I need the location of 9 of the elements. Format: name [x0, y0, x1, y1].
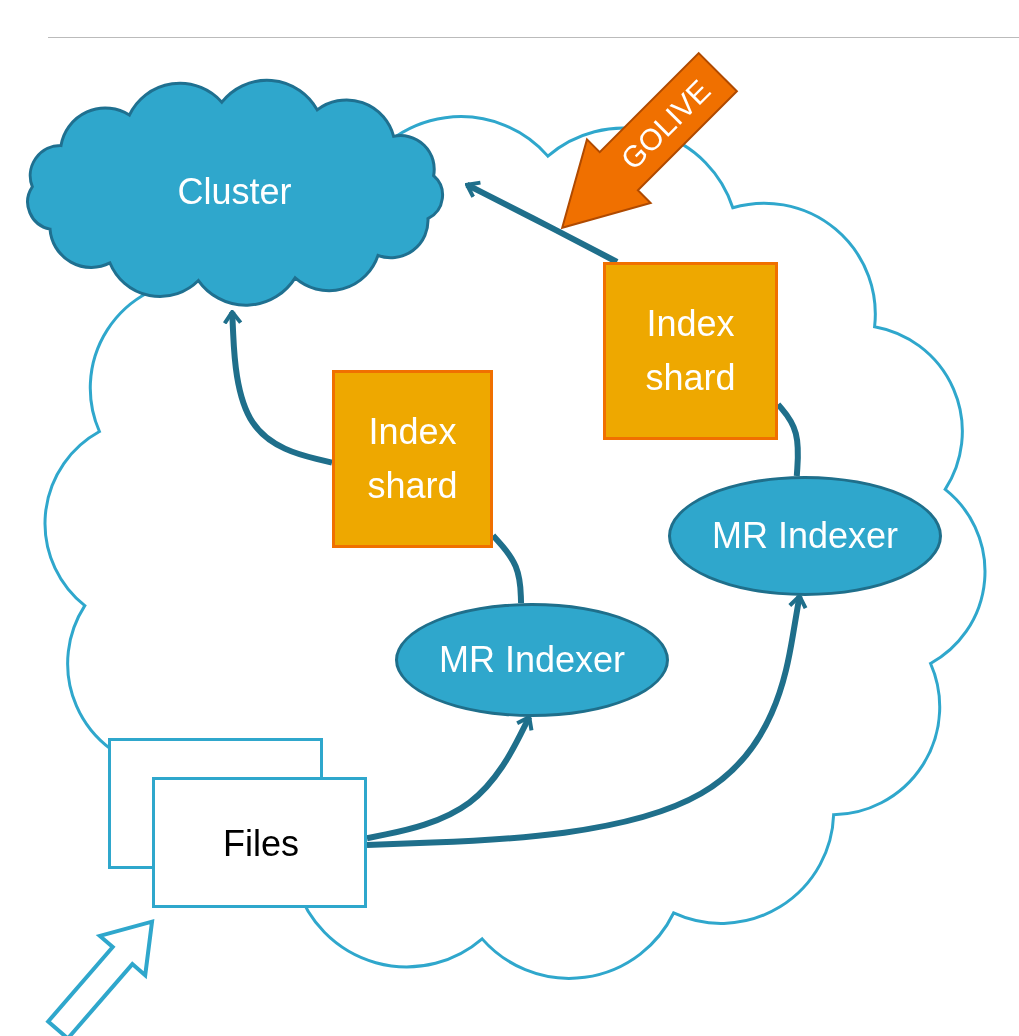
- block-arrow: [45, 918, 155, 1036]
- connector-line: [775, 402, 801, 477]
- connector-line: [490, 533, 525, 604]
- arrow: [366, 715, 534, 842]
- index-shard-box: Index shard: [603, 262, 778, 440]
- arrow: [222, 310, 333, 466]
- index-shard-box: Index shard: [332, 370, 493, 548]
- arrow: [465, 180, 619, 265]
- arrow: [366, 594, 808, 849]
